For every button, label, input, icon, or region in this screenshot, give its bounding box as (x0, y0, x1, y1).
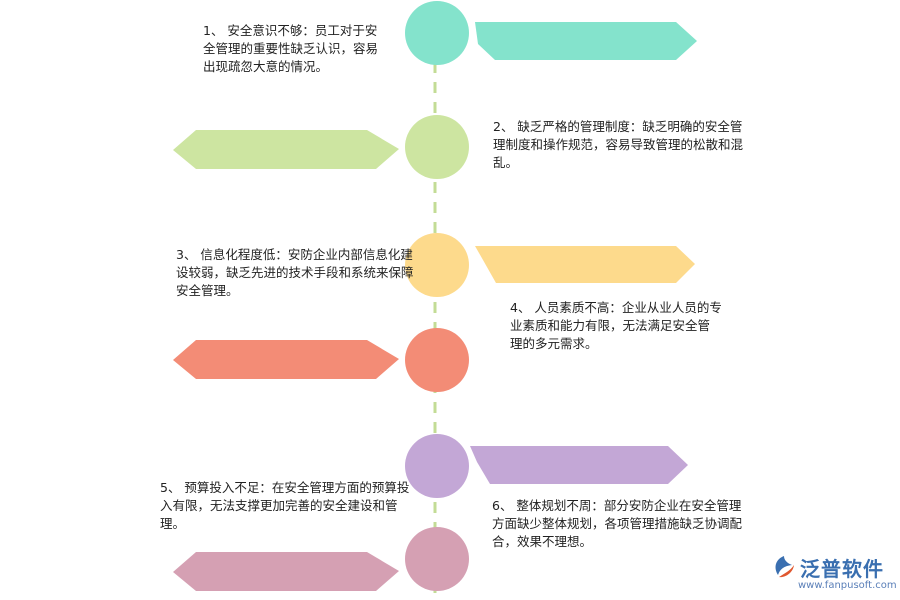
arrow-banner-2 (173, 130, 399, 169)
arrow-banner-3 (475, 246, 695, 283)
arrow-banner-6 (173, 552, 399, 591)
item-text-4: 4、 人员素质不高：企业从业人员的专业素质和能力有限，无法满足安全管理的多元需求… (510, 300, 722, 351)
arrow-banner-4 (173, 340, 399, 379)
item-text-6: 6、 整体规划不周：部分安防企业在安全管理方面缺少整体规划，各项管理措施缺乏协调… (492, 498, 743, 549)
item-text-3: 3、 信息化程度低：安防企业内部信息化建设较弱，缺乏先进的技术手段和系统来保障安… (176, 247, 414, 298)
node-circle-1 (405, 1, 469, 65)
arrow-banner-5 (470, 446, 688, 484)
item-text-1: 1、 安全意识不够：员工对于安全管理的重要性缺乏认识，容易出现疏忽大意的情况。 (203, 23, 379, 74)
node-circle-5 (405, 434, 469, 498)
logo-mark-icon (775, 556, 794, 578)
node-circle-2 (405, 115, 469, 179)
brand-logo: 泛普软件 www.fanpusoft.com (770, 553, 897, 595)
timeline-node-4 (173, 328, 469, 392)
arrow-banner-1 (475, 22, 697, 60)
node-circle-3 (405, 233, 469, 297)
timeline-node-5 (405, 434, 688, 498)
logo-url: www.fanpusoft.com (798, 580, 897, 591)
item-text-5: 5、 预算投入不足：在安全管理方面的预算投入有限，无法支撑更加完善的安全建设和管… (160, 480, 410, 531)
logo-name: 泛普软件 (800, 557, 884, 581)
node-circle-6 (405, 527, 469, 591)
timeline-node-6 (173, 527, 469, 591)
timeline-node-3 (405, 233, 695, 297)
node-circle-4 (405, 328, 469, 392)
timeline-node-1 (405, 1, 697, 65)
timeline-node-2 (173, 115, 469, 179)
item-text-2: 2、 缺乏严格的管理制度：缺乏明确的安全管理制度和操作规范，容易导致管理的松散和… (493, 119, 744, 170)
